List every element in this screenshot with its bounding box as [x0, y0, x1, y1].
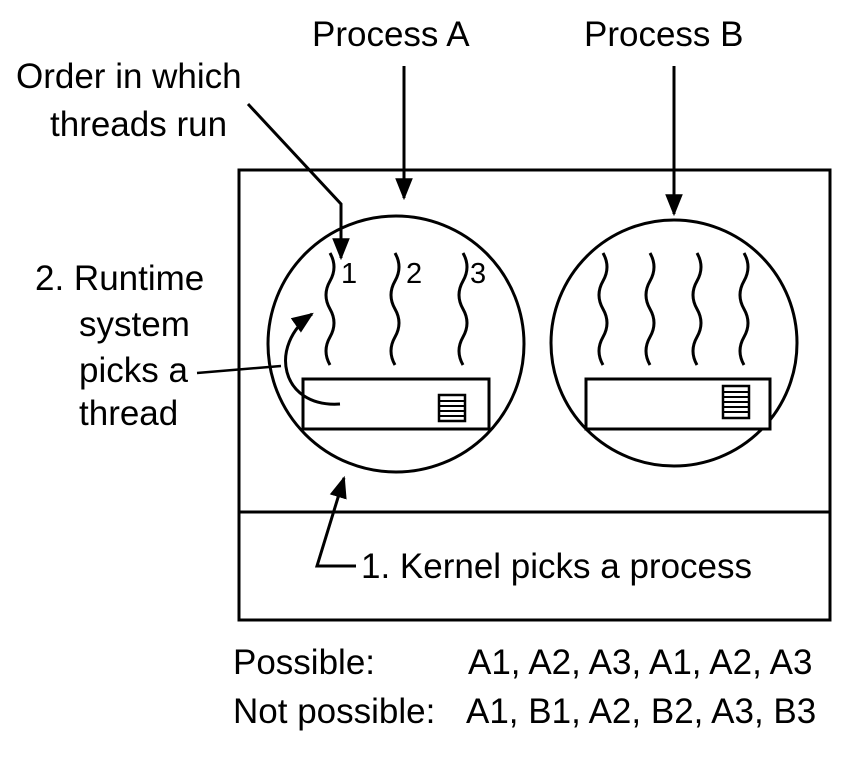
runtime-pointer-line [196, 364, 282, 375]
runtime-pick-arrow [284, 312, 341, 406]
process-b-thread-2 [644, 252, 656, 366]
process-a-thread-3 [457, 252, 469, 366]
process-b-thread-4 [738, 252, 750, 366]
process-a-thread-1 [324, 252, 336, 366]
process-a-circle [266, 214, 526, 474]
order-label-line2: threads run [50, 105, 227, 144]
process-b-thread-1 [597, 252, 609, 366]
thread-table-a-icon [437, 393, 467, 423]
thread-number-1: 1 [341, 258, 357, 290]
runtime-system-b [584, 377, 772, 431]
thread-table-b-icon [721, 384, 751, 420]
runtime-label-line2: system [79, 305, 190, 344]
process-b-label: Process B [584, 15, 744, 54]
possible-label: Possible: [233, 643, 375, 682]
kernel-label: 1. Kernel picks a process [361, 547, 752, 586]
process-b-circle [549, 218, 799, 468]
kernel-arrow [314, 475, 356, 568]
system-box [237, 168, 832, 622]
runtime-label-line3: picks a [79, 351, 188, 390]
process-b-thread-3 [691, 252, 703, 366]
possible-sequence: A1, A2, A3, A1, A2, A3 [468, 643, 812, 682]
process-a-thread-2 [389, 252, 401, 366]
runtime-label-line4: thread [79, 394, 178, 433]
order-label-line1: Order in which [16, 57, 242, 96]
process-a-label: Process A [312, 15, 470, 54]
thread-number-3: 3 [470, 258, 486, 290]
thread-number-2: 2 [406, 258, 422, 290]
not-possible-label: Not possible: [233, 692, 435, 731]
not-possible-sequence: A1, B1, A2, B2, A3, B3 [466, 692, 816, 731]
order-arrow [246, 102, 350, 261]
runtime-label-line1: 2. Runtime [35, 259, 204, 298]
